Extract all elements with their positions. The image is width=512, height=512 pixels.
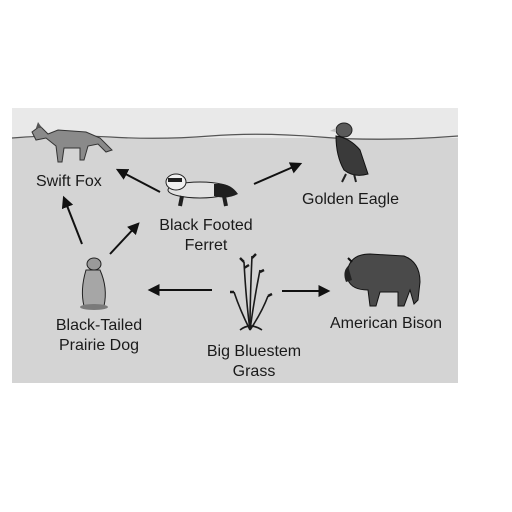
prairie-dog-icon [80, 257, 108, 310]
black-footed-ferret-icon [165, 173, 238, 207]
swift-fox-icon [31, 122, 113, 163]
arrow-ferret-to-fox [115, 168, 161, 193]
label-swift-fox: Swift Fox [36, 173, 102, 190]
label-prairie-dog: Black-Tailed Prairie Dog [55, 317, 143, 354]
american-bison-icon [344, 253, 421, 307]
food-web-background [12, 108, 458, 383]
arrow-ferret-to-eagle [253, 162, 303, 185]
arrow-prairie-dog-to-ferret [109, 222, 140, 255]
label-american-bison: American Bison [330, 315, 443, 332]
bluestem-grass-icon [230, 253, 273, 331]
label-golden-eagle: Golden Eagle [302, 191, 399, 208]
golden-eagle-icon [330, 122, 369, 183]
label-black-footed-ferret: Black Footed Ferret [159, 217, 253, 254]
label-bluestem-grass: Big Bluestem Grass [206, 343, 302, 380]
arrow-prairie-dog-to-fox [61, 195, 83, 245]
